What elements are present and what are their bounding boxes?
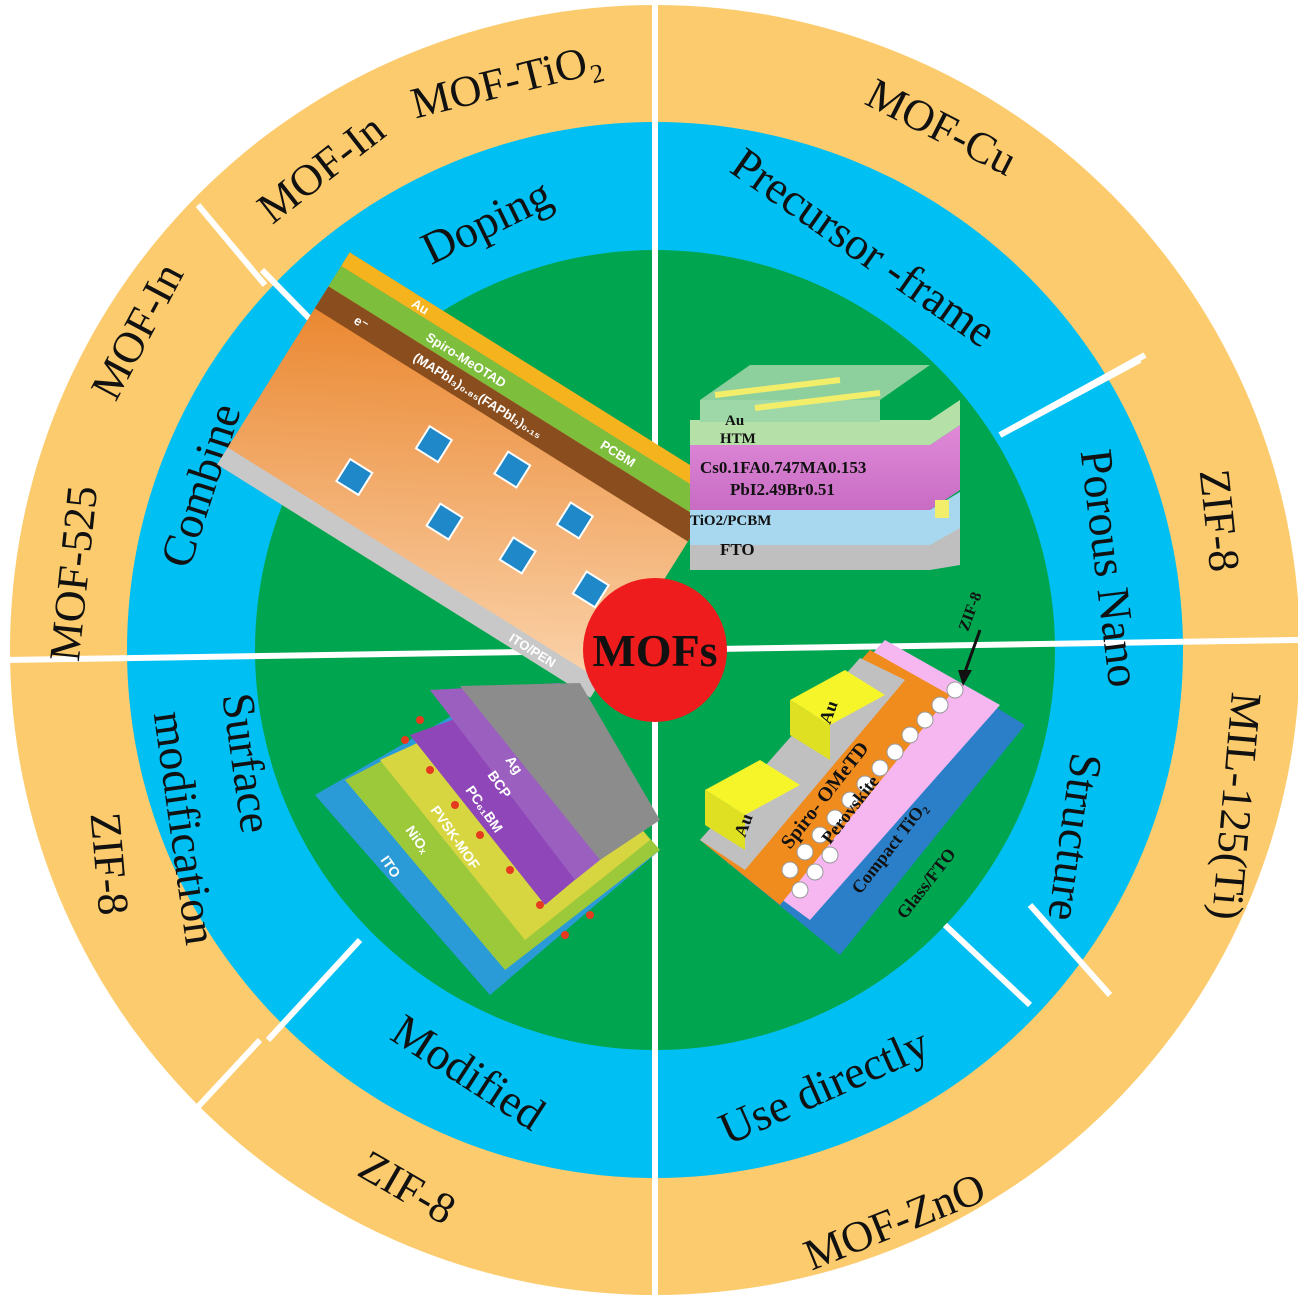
zif8-arrow — [963, 629, 982, 673]
pvsk-mof-dots — [401, 716, 594, 939]
outer-label-zif8-right: ZIF-8 — [1190, 467, 1249, 574]
panel-top-right-device: Au HTM Cs0.1FA0.747MA0.153 PbI2.49Br0.51… — [690, 365, 960, 570]
layer-label-au-tr: Au — [725, 413, 744, 429]
layer-label-tio2-pcbm: TiO2/PCBM — [690, 513, 771, 529]
panel-top-left-device: Au Spiro-MeOTAD (MAPbI₃)₀.₈₅(FAPbI₃)₀.₁₅… — [217, 252, 723, 698]
center-circle — [583, 578, 727, 722]
layer-perovskite-band — [314, 286, 702, 542]
carrier-label-electron: e⁻ — [351, 313, 371, 333]
outer-label-zif8-left: ZIF-8 — [81, 810, 139, 917]
layer-label-fto: FTO — [720, 540, 755, 559]
zif8-particles — [781, 681, 964, 899]
layer-label-perovskite-halide: PbI2.49Br0.51 — [730, 480, 835, 499]
mof-framework-motifs — [335, 424, 611, 609]
panel-bottom-left-device: Ag BCP PC₆₁BM PVSK-MOF NiOₓ ITO — [315, 683, 660, 995]
panel-bottom-right-device: Au Au Spiro- OMeTD Perovskite Compact Ti… — [700, 590, 1025, 955]
layer-au — [341, 252, 723, 500]
center-label: MOFs — [592, 625, 717, 676]
layer-ito — [217, 447, 601, 698]
layer-label-perovskite-comp: Cs0.1FA0.747MA0.153 — [700, 458, 866, 477]
layer-spiro — [328, 265, 715, 520]
layer-label-htm: HTM — [720, 431, 756, 447]
